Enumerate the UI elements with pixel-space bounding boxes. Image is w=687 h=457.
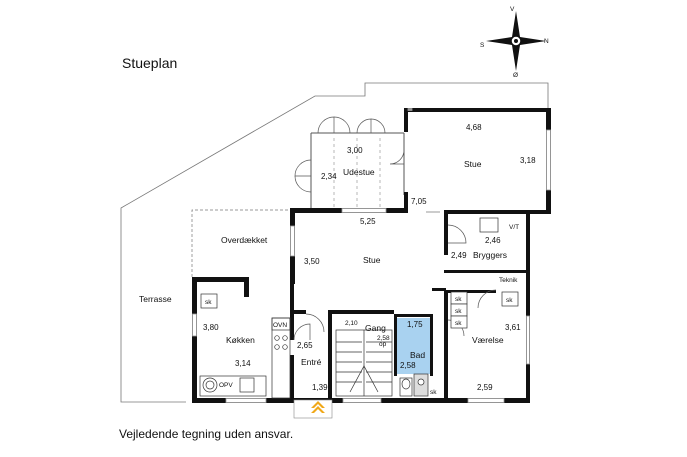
compass-v: V [510, 6, 515, 13]
room-entre: Entré [301, 357, 322, 367]
windows [192, 108, 551, 403]
label-sk-2: sk [455, 308, 462, 315]
compass-s: S [480, 42, 485, 49]
staircase [335, 329, 393, 397]
label-sk-4: sk [506, 297, 513, 304]
dim-vaerelse-h: 3,61 [505, 323, 521, 332]
room-vaerelse: Værelse [472, 335, 504, 345]
label-vt: V/T [509, 224, 519, 231]
dim-koekken-w: 3,14 [235, 359, 251, 368]
label-sk-bath: sk [430, 389, 437, 396]
dim-bad-h: 2,58 [400, 361, 416, 370]
dim-corner: 7,05 [411, 197, 427, 206]
label-sk-1: sk [455, 296, 462, 303]
conservatory-doors [294, 116, 405, 193]
room-gang: Gang [365, 323, 386, 333]
dim-koekken-h: 3,80 [203, 323, 219, 332]
label-opv: OPV [219, 382, 233, 389]
room-teknik: Teknik [499, 277, 518, 284]
room-bryggers: Bryggers [473, 250, 507, 260]
dim-vaerelse-w: 2,59 [477, 383, 493, 392]
room-stue-top: Stue [464, 159, 482, 169]
dim-stue-top-w: 4,68 [466, 123, 482, 132]
dim-bryggers-h: 2,49 [451, 251, 467, 260]
covered-area-outline [191, 209, 290, 277]
label-ovn: OVN [273, 322, 287, 329]
dim-stue-top-h: 3,18 [520, 156, 536, 165]
dim-gang-h: 2,58 [377, 335, 390, 342]
room-stue-main: Stue [363, 255, 381, 265]
plan-title: Stueplan [122, 55, 178, 71]
dim-stue-main-h: 3,50 [304, 257, 320, 266]
dim-entre-h: 2,65 [297, 341, 313, 350]
room-bad: Bad [410, 350, 425, 360]
label-sk-3: sk [455, 320, 462, 327]
room-udestue: Udestue [343, 167, 375, 177]
compass-o: Ø [513, 72, 518, 79]
compass-n: N [544, 38, 549, 45]
disclaimer-caption: Vejledende tegning uden ansvar. [119, 427, 294, 441]
dim-bryggers-w: 2,46 [485, 236, 501, 245]
entrance-step [293, 399, 333, 419]
terrace-outline [120, 82, 549, 403]
label-sk-kitchen: sk [205, 299, 212, 306]
dim-udestue-h: 2,34 [321, 172, 337, 181]
dim-gang-w: 2,10 [345, 320, 358, 327]
compass-icon: V N S Ø [480, 6, 549, 79]
room-overdaekket: Overdækket [221, 235, 268, 245]
room-koekken: Køkken [226, 335, 255, 345]
dim-udestue-w: 3,00 [347, 146, 363, 155]
bath-fixtures [399, 373, 429, 397]
bath-floor [396, 318, 432, 374]
dim-entre-w: 1,39 [312, 383, 328, 392]
kitchen-counter [199, 317, 291, 399]
entrance-arrow-icon [311, 401, 325, 413]
label-op: op [379, 341, 387, 348]
closets [200, 217, 519, 329]
dim-stue-main-w: 5,25 [360, 217, 376, 226]
dim-bad-w: 1,75 [407, 320, 423, 329]
doors [293, 211, 497, 341]
room-terrasse: Terrasse [139, 294, 172, 304]
